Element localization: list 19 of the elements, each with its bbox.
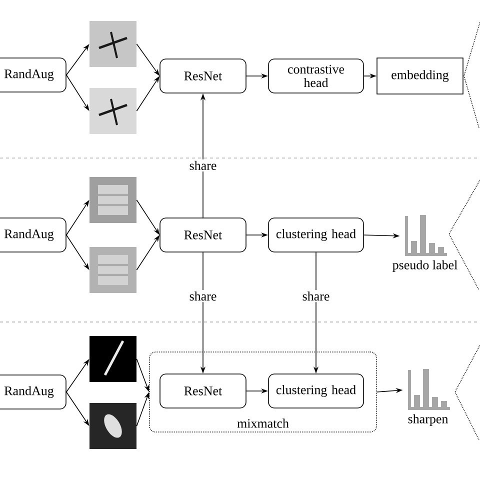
process-box: ResNet — [160, 218, 246, 252]
process-box: ResNet — [160, 58, 246, 94]
process-box: ResNet — [160, 374, 246, 408]
process-box: RandAug — [0, 218, 66, 252]
edge-label: share — [188, 290, 218, 302]
process-box: clustering head — [268, 218, 364, 252]
output-box: embedding — [376, 58, 464, 94]
photo — [90, 247, 136, 293]
photo — [90, 21, 136, 67]
process-box: clustering head — [268, 374, 364, 408]
photo — [90, 177, 136, 223]
photo — [90, 336, 136, 382]
edge-label: share — [300, 290, 332, 302]
edge-label: share — [188, 159, 218, 172]
process-box: contrastive head — [268, 58, 364, 94]
process-box: RandAug — [0, 58, 66, 92]
process-box: RandAug — [0, 374, 66, 410]
photo — [90, 403, 136, 449]
photo — [90, 88, 136, 134]
